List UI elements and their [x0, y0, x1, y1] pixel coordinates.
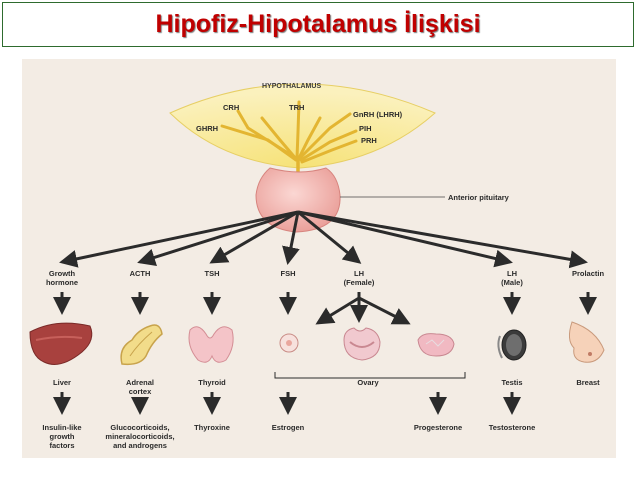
hormone-label-fsh: FSH	[281, 269, 296, 278]
title-bar: Hipofiz-Hipotalamus İlişkisi	[2, 2, 634, 47]
breast-image	[568, 321, 605, 363]
product-label-estrogen: Estrogen	[272, 423, 305, 432]
page-title: Hipofiz-Hipotalamus İlişkisi	[155, 10, 481, 38]
product-arrows	[53, 392, 521, 415]
product-label-thyroxine: Thyroxine	[194, 423, 230, 432]
organ-arrows	[53, 292, 597, 325]
liver-image	[29, 322, 93, 365]
hormone-label-prolactin: Prolactin	[572, 269, 605, 278]
pih-label: PIH	[359, 124, 372, 133]
hormone-label-lh-male: LH(Male)	[501, 269, 523, 287]
hypothalamus-region	[169, 83, 436, 169]
organ-label-liver: Liver	[53, 378, 71, 387]
product-label-corticoids: Glucocorticoids,mineralocorticoids,and a…	[105, 423, 174, 450]
hormone-label-tsh: TSH	[205, 269, 220, 278]
product-label-progesterone: Progesterone	[414, 423, 462, 432]
hypothalamic-neurons	[220, 100, 358, 164]
testis-image	[497, 329, 527, 361]
hormone-label-lh-female: LH(Female)	[344, 269, 375, 287]
ghrh-label: GHRH	[196, 124, 218, 133]
hormone-label-acth: ACTH	[130, 269, 151, 278]
organ-label-testis: Testis	[501, 378, 522, 387]
adrenal-cortex-image	[120, 324, 163, 366]
organ-label-ovary: Ovary	[357, 378, 379, 387]
hypothalamus-label: HYPOTHALAMUS	[262, 83, 321, 90]
gnrh-label: GnRH (LHRH)	[353, 110, 403, 119]
product-label-testosterone: Testosterone	[489, 423, 536, 432]
corpus-luteum-ovulation-image	[343, 327, 381, 361]
pituitary-arrows	[59, 210, 588, 269]
follicle-image	[279, 333, 299, 353]
organ-label-breast: Breast	[576, 378, 600, 387]
trh-label: TRH	[289, 103, 304, 112]
crh-label: CRH	[223, 103, 239, 112]
prh-label: PRH	[361, 136, 377, 145]
ovary-bracket	[274, 372, 466, 379]
thyroid-image	[188, 326, 234, 363]
pituitary-label: Anterior pituitary	[448, 193, 510, 202]
organ-label-thyroid: Thyroid	[198, 378, 226, 387]
corpus-luteum-image	[417, 333, 455, 357]
